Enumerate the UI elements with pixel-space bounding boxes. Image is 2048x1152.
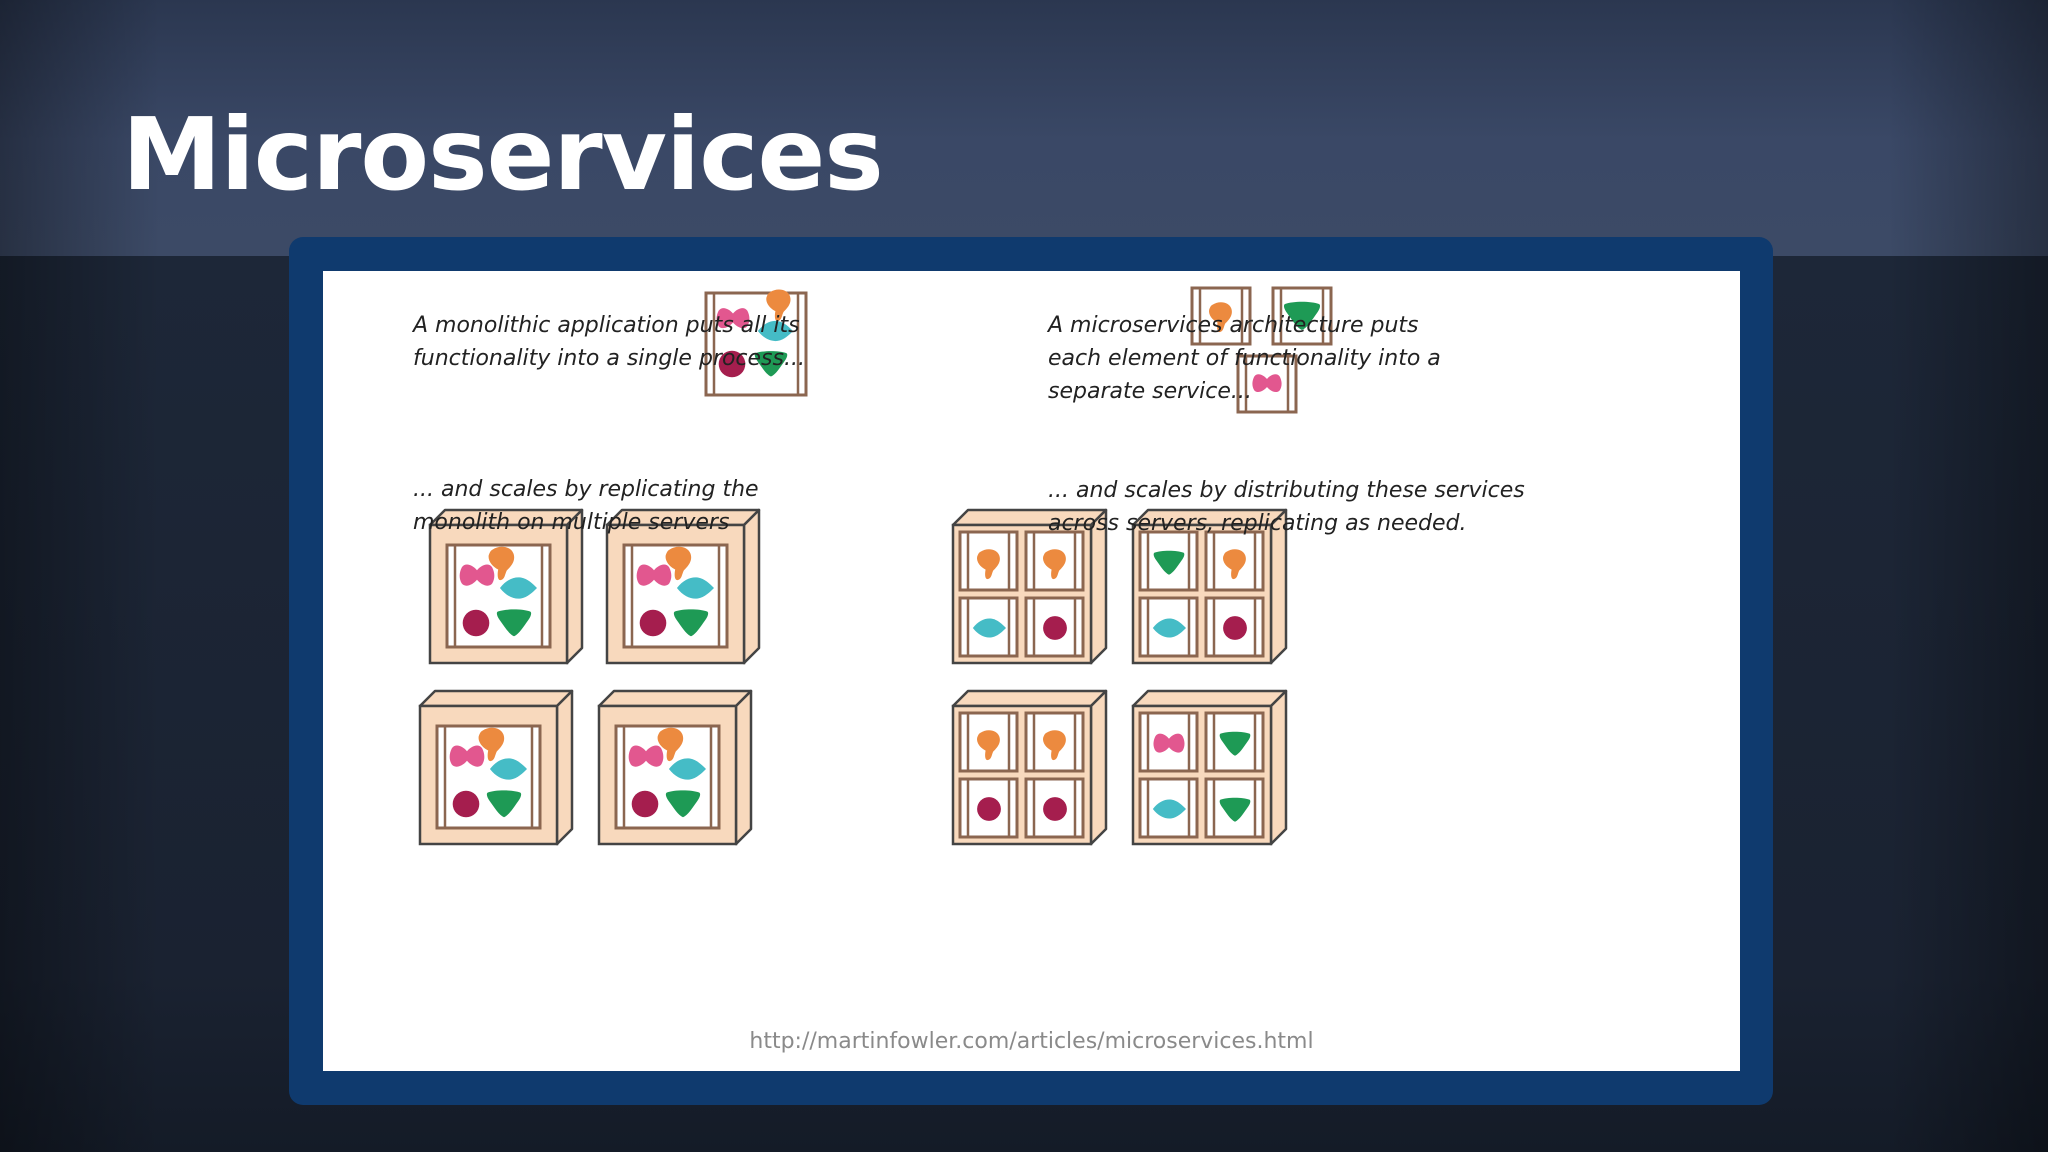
- pink-component-shape: [1153, 733, 1185, 753]
- teal-component-shape: [668, 758, 706, 780]
- caption-line: monolith on multiple servers: [413, 510, 730, 535]
- pink-component-shape: [628, 745, 664, 767]
- orange-component-shape: [1042, 549, 1066, 580]
- green-component-shape: [486, 790, 522, 818]
- teal-component-shape: [972, 618, 1006, 638]
- microservices-server: [951, 689, 1108, 846]
- green-component-shape: [496, 609, 532, 637]
- caption-line: ... and scales by replicating the: [413, 477, 759, 502]
- orange-component-shape: [976, 549, 1000, 580]
- microservices-server: [951, 508, 1108, 665]
- process-container: [614, 724, 721, 830]
- process-container: [1236, 354, 1298, 414]
- left-vignette: [0, 0, 160, 1152]
- process-container: [704, 289, 808, 397]
- caption-line: separate service...: [1048, 379, 1252, 404]
- caption-line: ... and scales by distributing these ser…: [1048, 478, 1525, 503]
- process-container: [1204, 596, 1265, 658]
- pink-component-shape: [716, 308, 750, 329]
- monolith-server: [418, 689, 574, 846]
- caption-line: across servers, replicating as needed.: [1048, 511, 1467, 536]
- teal-component-shape: [676, 577, 714, 599]
- green-component-shape: [1153, 550, 1185, 575]
- orange-component-shape: [766, 289, 791, 322]
- microservices-caption-2: ... and scales by distributing these ser…: [1048, 474, 1525, 540]
- process-container: [958, 596, 1019, 658]
- orange-component-shape: [488, 546, 515, 581]
- pink-component-shape: [449, 745, 485, 767]
- crimson-component-shape: [718, 350, 746, 378]
- process-container: [1271, 286, 1333, 346]
- orange-component-shape: [657, 727, 684, 762]
- slide-header-band: [0, 0, 2048, 256]
- microservices-server: [1131, 508, 1288, 665]
- teal-component-shape: [489, 758, 527, 780]
- caption-line: A monolithic application puts all its: [413, 313, 800, 338]
- pink-component-shape: [636, 564, 672, 586]
- microservices-server: [1131, 689, 1288, 846]
- crimson-component-shape: [639, 609, 667, 637]
- teal-component-shape: [757, 320, 793, 342]
- orange-component-shape: [478, 727, 505, 762]
- monolith-server: [428, 508, 584, 665]
- green-component-shape: [1219, 731, 1251, 756]
- monolith-server: [605, 508, 761, 665]
- crimson-component-shape: [977, 797, 1001, 821]
- architecture-diagram: [418, 286, 1333, 846]
- green-component-shape: [673, 609, 709, 637]
- green-component-shape: [665, 790, 701, 818]
- monolith-caption-1: A monolithic application puts all its fu…: [413, 309, 805, 375]
- crimson-component-shape: [462, 609, 490, 637]
- orange-component-shape: [1042, 730, 1066, 761]
- figure-card: A monolithic application puts all its fu…: [323, 271, 1740, 1071]
- caption-line: each element of functionality into a: [1048, 346, 1441, 371]
- microservices-caption-1: A microservices architecture puts each e…: [1048, 309, 1441, 408]
- process-container: [1190, 286, 1252, 346]
- process-container: [1204, 530, 1265, 592]
- teal-component-shape: [1152, 618, 1186, 638]
- pink-component-shape: [459, 564, 495, 586]
- caption-line: functionality into a single process...: [413, 346, 805, 371]
- orange-component-shape: [1208, 302, 1232, 333]
- process-container: [1024, 530, 1085, 592]
- orange-component-shape: [665, 546, 692, 581]
- crimson-component-shape: [1043, 616, 1067, 640]
- monolith-server: [597, 689, 753, 846]
- source-link[interactable]: http://martinfowler.com/articles/microse…: [749, 1029, 1314, 1054]
- orange-component-shape: [976, 730, 1000, 761]
- crimson-component-shape: [631, 790, 659, 818]
- monolith-caption-2: ... and scales by replicating the monoli…: [413, 473, 759, 539]
- crimson-component-shape: [1043, 797, 1067, 821]
- green-component-shape: [1283, 301, 1321, 330]
- right-vignette: [1888, 0, 2048, 1152]
- orange-component-shape: [1222, 549, 1246, 580]
- teal-component-shape: [499, 577, 537, 599]
- crimson-component-shape: [1223, 616, 1247, 640]
- slide-title: Microservices: [122, 96, 884, 213]
- process-container: [435, 724, 542, 830]
- green-component-shape: [754, 351, 788, 377]
- teal-component-shape: [1152, 799, 1186, 819]
- crimson-component-shape: [452, 790, 480, 818]
- green-component-shape: [1219, 797, 1251, 822]
- process-container: [958, 711, 1019, 773]
- caption-line: A microservices architecture puts: [1048, 313, 1419, 338]
- pink-component-shape: [1252, 374, 1282, 393]
